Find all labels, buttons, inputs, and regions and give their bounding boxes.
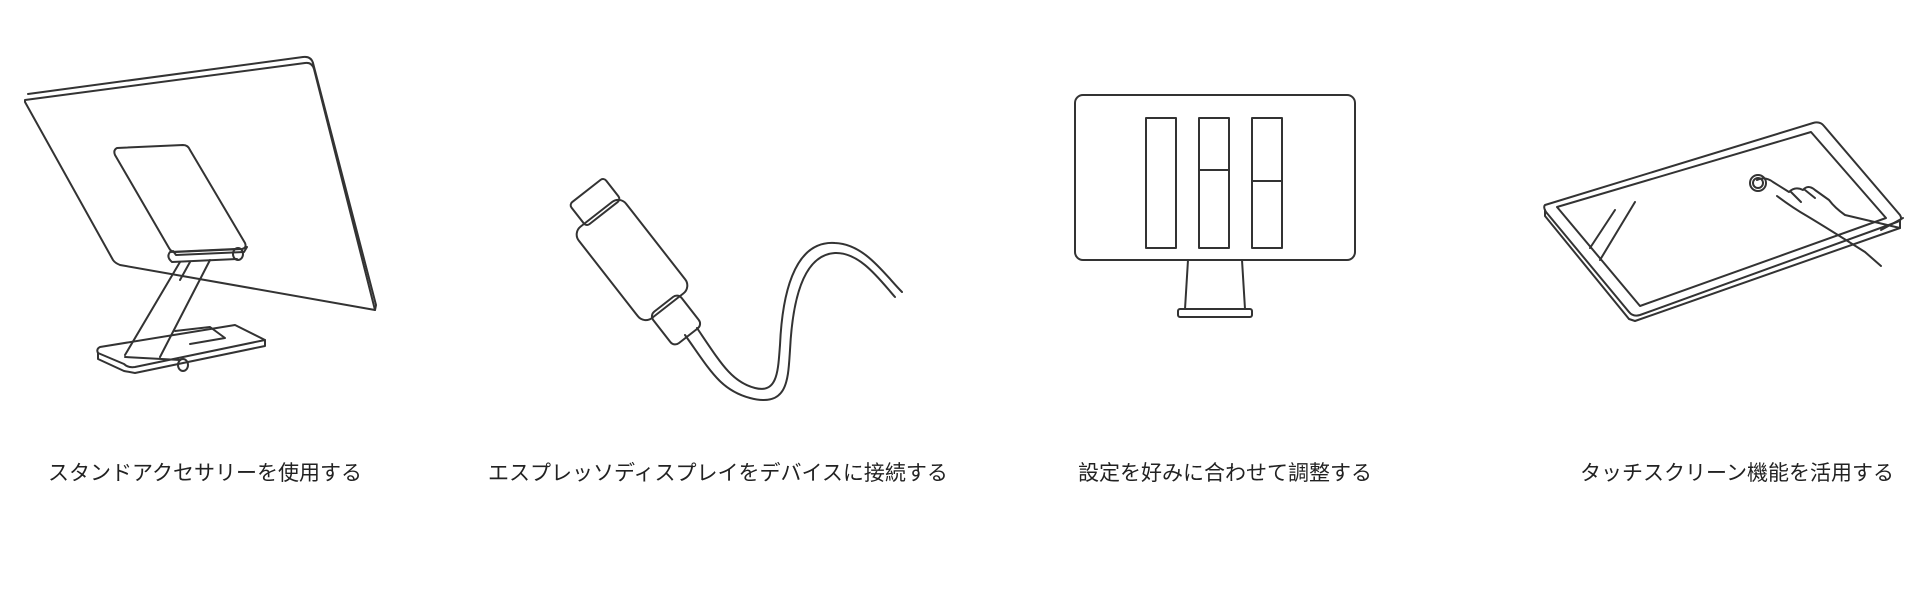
feature-card-stand[interactable]: スタンドアクセサリーを使用する xyxy=(0,0,420,520)
feature-label-adjust[interactable]: 設定を好みに合わせて調整する xyxy=(1078,461,1372,485)
feature-card-connect[interactable]: エスプレッソディスプレイをデバイスに接続する xyxy=(470,0,990,520)
display-settings-icon xyxy=(1074,94,1356,318)
feature-label-stand[interactable]: スタンドアクセサリーを使用する xyxy=(48,461,362,485)
monitor-stand-icon xyxy=(24,55,377,374)
feature-label-connect[interactable]: エスプレッソディスプレイをデバイスに接続する xyxy=(488,461,948,485)
touchscreen-hand-icon xyxy=(1543,121,1904,322)
usb-c-cable-icon xyxy=(569,178,903,401)
feature-card-adjust[interactable]: 設定を好みに合わせて調整する xyxy=(1050,0,1450,520)
feature-label-touch[interactable]: タッチスクリーン機能を活用する xyxy=(1580,461,1894,485)
feature-card-touch[interactable]: タッチスクリーン機能を活用する xyxy=(1530,0,1920,520)
